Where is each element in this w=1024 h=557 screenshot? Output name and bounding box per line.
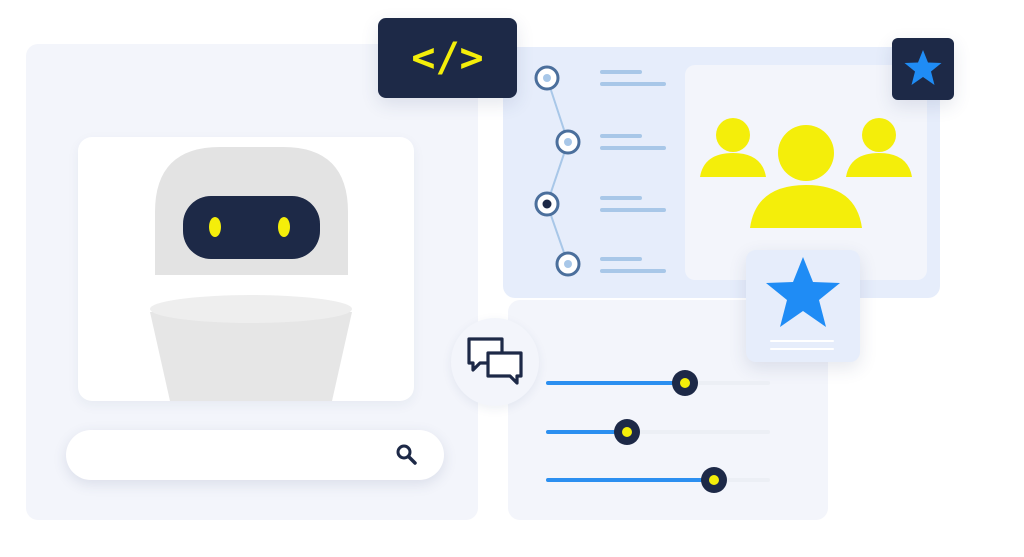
slider-1[interactable] [546, 370, 770, 396]
slider-2[interactable] [546, 419, 770, 445]
timeline-step-4[interactable] [555, 251, 581, 277]
robot-eye-left [209, 217, 221, 237]
timeline-step-2[interactable] [555, 129, 581, 155]
timeline-connector [545, 77, 570, 265]
chat-button[interactable] [451, 318, 539, 406]
timeline-step-1[interactable] [534, 65, 560, 91]
slider-1-thumb[interactable] [672, 370, 698, 396]
timeline-text-1b [600, 82, 666, 86]
star-icon-large [766, 257, 840, 327]
rating-card[interactable] [746, 250, 860, 362]
slider-2-fill [546, 430, 627, 434]
search-bar[interactable] [66, 430, 444, 480]
code-badge-label: </> [411, 35, 484, 81]
timeline-text-1a [600, 70, 642, 74]
users-group-icon [700, 118, 912, 228]
timeline-text-3b [600, 208, 666, 212]
chat-bubbles-icon [467, 337, 523, 385]
robot-neck [150, 295, 352, 323]
slider-2-thumb[interactable] [614, 419, 640, 445]
robot-illustration [150, 147, 352, 401]
timeline-text-4a [600, 257, 642, 261]
timeline-text-3a [600, 196, 642, 200]
timeline-text-2b [600, 146, 666, 150]
timeline [534, 65, 581, 277]
timeline-step-3[interactable] [534, 191, 560, 217]
robot-visor [183, 196, 320, 259]
code-badge[interactable]: </> [378, 18, 517, 98]
robot-eye-right [278, 217, 290, 237]
rating-text-2 [770, 348, 834, 350]
slider-3[interactable] [546, 467, 770, 493]
robot-card [78, 137, 414, 401]
robot-body [150, 312, 352, 401]
slider-3-thumb[interactable] [701, 467, 727, 493]
timeline-text-4b [600, 269, 666, 273]
slider-3-fill [546, 478, 714, 482]
search-icon[interactable] [396, 444, 418, 466]
rating-text-1 [770, 340, 834, 342]
timeline-text-2a [600, 134, 642, 138]
star-icon [904, 50, 942, 85]
favorite-badge[interactable] [892, 38, 954, 100]
slider-1-fill [546, 381, 685, 385]
